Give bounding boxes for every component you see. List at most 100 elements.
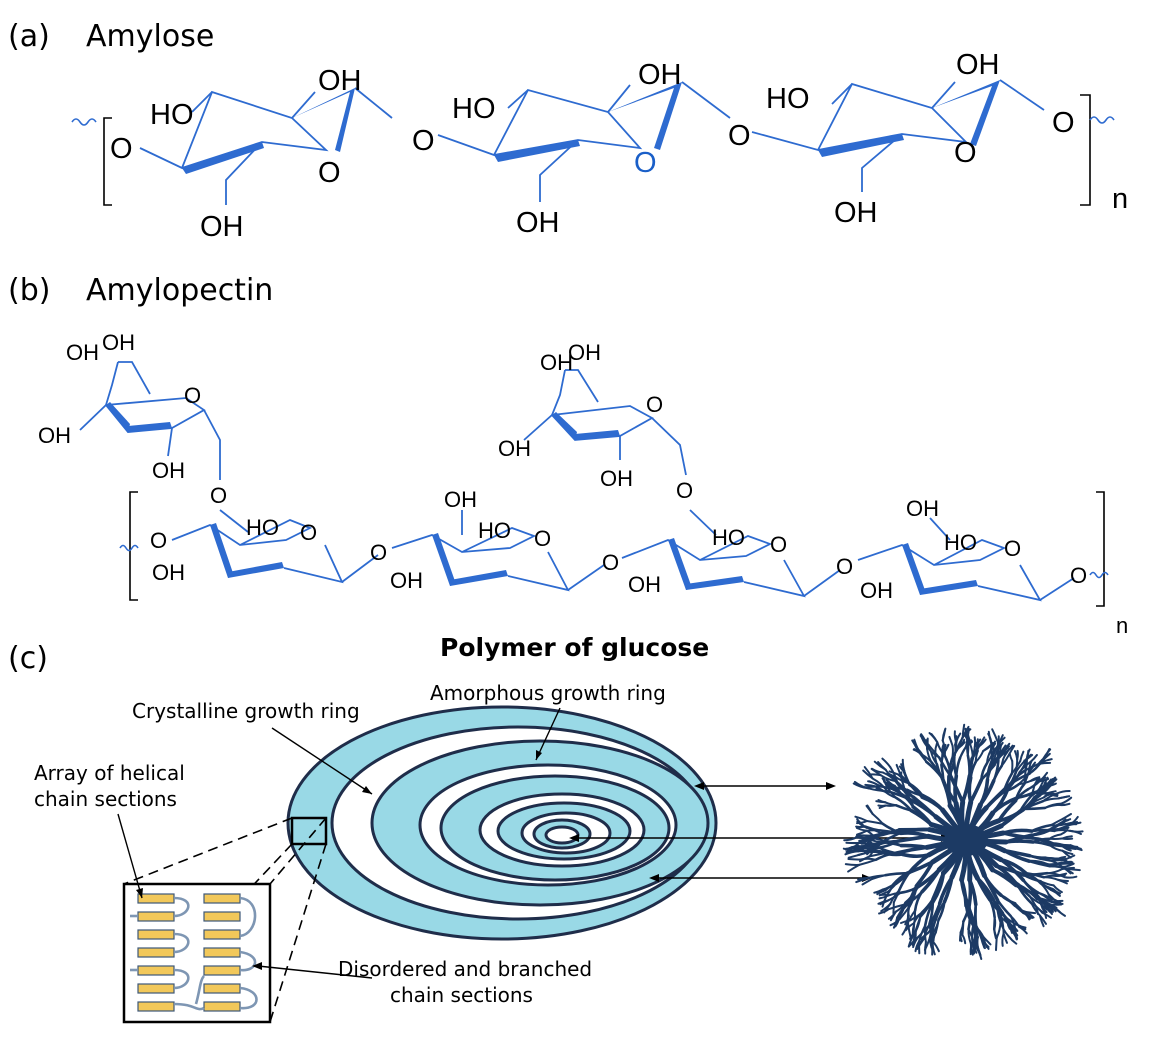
- amylopectin-title: Amylopectin: [86, 273, 273, 308]
- granule-branch: [920, 753, 933, 764]
- granule-branch: [931, 871, 946, 901]
- helical-chain-section: [203, 947, 241, 958]
- granule-branch: [978, 738, 987, 747]
- disordered-chain-link: [173, 1002, 205, 1011]
- disordered-label-line1: Disordered and branched: [338, 957, 592, 981]
- granule-branch: [866, 804, 874, 815]
- disordered-chain-link: [173, 896, 190, 918]
- granule-branch: [1033, 777, 1041, 788]
- granule-branch: [1063, 854, 1076, 861]
- granule-branch: [1039, 882, 1050, 896]
- wavy-bond-right: [1089, 571, 1109, 579]
- granule-branch: [991, 728, 999, 744]
- zoom-region-marker: [290, 816, 328, 846]
- granule-branch: [898, 765, 906, 774]
- granule-branch: [1042, 791, 1052, 799]
- granule-branch: [1011, 926, 1018, 938]
- granule-branch: [1030, 828, 1056, 833]
- helical-chain-section: [137, 893, 175, 904]
- granule-branch: [988, 898, 996, 919]
- granule-branch: [881, 757, 892, 769]
- granule-branch: [888, 770, 899, 776]
- granule-branch: [1055, 789, 1071, 795]
- granule-branch: [1019, 750, 1025, 762]
- granule-branch: [1006, 770, 1022, 791]
- panel-b: (b) Amylopectin n OH OH O OH OH O: [8, 273, 1128, 638]
- svg-text:OH: OH: [516, 207, 560, 239]
- branch-glucose-unit-2: OH OH O OH OH O: [498, 340, 693, 503]
- granule-branch: [929, 902, 941, 926]
- granule-branch: [934, 900, 946, 922]
- helical-chain-section: [137, 983, 175, 994]
- granule-branch: [887, 891, 902, 897]
- granule-branch: [1050, 823, 1067, 827]
- granule-branch: [1015, 760, 1026, 773]
- granule-branch: [906, 905, 911, 926]
- granule-branch: [871, 840, 885, 849]
- disordered-chain-link: [173, 968, 190, 990]
- svg-text:HO: HO: [452, 93, 496, 125]
- granule-branch: [886, 790, 912, 801]
- granule-branch: [866, 820, 884, 825]
- granule-branch: [967, 878, 973, 908]
- granule-branch: [1008, 752, 1014, 762]
- helical-chain-section: [137, 947, 175, 958]
- granule-branch: [874, 828, 901, 838]
- granule-branch: [898, 827, 932, 835]
- granule-branch: [909, 911, 923, 922]
- granule-branch: [874, 839, 900, 850]
- granule-branch: [1039, 787, 1048, 795]
- svg-text:OH: OH: [200, 211, 244, 243]
- svg-text:O: O: [676, 478, 693, 503]
- granule-branch: [920, 795, 945, 812]
- granule-branch: [1044, 803, 1060, 809]
- granule-branch: [1022, 878, 1040, 894]
- granule-branch: [974, 903, 978, 927]
- granule-branch: [937, 875, 954, 906]
- disordered-chain-link: [194, 975, 206, 1005]
- granule-branch: [1048, 776, 1057, 788]
- granule-branch: [1025, 911, 1035, 919]
- repeat-subscript-n: n: [1116, 613, 1128, 638]
- granule-branch: [896, 910, 902, 920]
- granule-branch: [1053, 824, 1070, 832]
- granule-branch: [913, 890, 924, 912]
- svg-text:OH: OH: [444, 487, 477, 512]
- granule-branch: [884, 871, 909, 877]
- helical-chain-section: [137, 911, 175, 922]
- wavy-bond-left: [71, 118, 97, 126]
- granule-branch: [982, 936, 988, 949]
- granule-branch: [967, 776, 973, 805]
- granule-branch: [847, 858, 861, 861]
- granule-branch: [997, 734, 1004, 746]
- granule-branch: [967, 905, 977, 928]
- granule-branch: [1062, 813, 1072, 820]
- crystalline-label: Crystalline growth ring: [132, 699, 360, 723]
- granule-branch: [1018, 925, 1028, 935]
- granule-branch: [877, 761, 887, 771]
- granule-branch: [1001, 745, 1010, 754]
- granule-branch: [963, 733, 972, 746]
- granule-branch: [1057, 802, 1071, 807]
- main-chain-unit-2: OH HO O OH O: [390, 487, 619, 593]
- disordered-chain-link: [239, 986, 258, 1010]
- granule-branch: [867, 780, 880, 787]
- repeat-bracket-right: [1080, 94, 1091, 206]
- granule-branch: [1050, 899, 1064, 903]
- wavy-bond-left: [119, 544, 139, 552]
- granule-branch: [999, 857, 1028, 875]
- glucose-unit-2: HO OH O OH: [437, 59, 731, 239]
- granule-branch: [930, 761, 944, 780]
- svg-text:O: O: [1004, 536, 1021, 561]
- granule-branch: [876, 889, 887, 896]
- granule-branch: [1033, 893, 1047, 906]
- disordered-chain-link: [239, 896, 257, 938]
- helical-label-line1: Array of helical: [34, 761, 185, 785]
- granule-branch: [1028, 854, 1052, 862]
- granule-branch: [881, 895, 888, 908]
- svg-text:O: O: [646, 392, 663, 417]
- granule-branch: [908, 884, 918, 908]
- svg-text:OH: OH: [860, 578, 893, 603]
- granule-branch: [909, 808, 934, 827]
